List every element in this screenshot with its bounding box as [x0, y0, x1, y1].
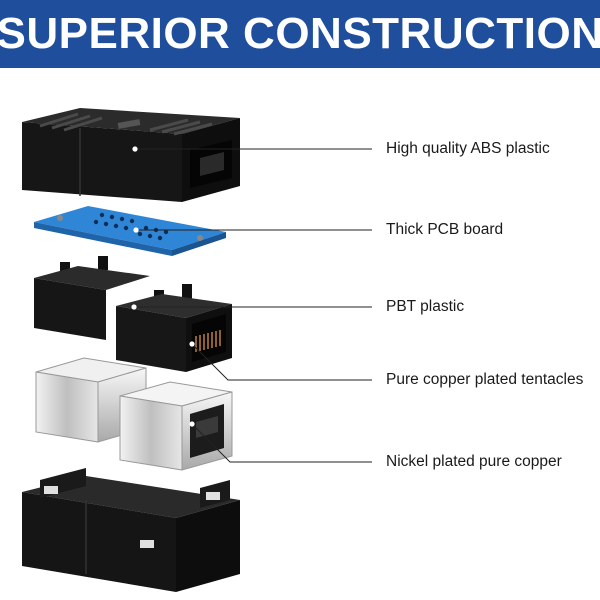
title-banner: SUPERIOR CONSTRUCTION — [0, 0, 600, 68]
pbt-jack-housing — [34, 256, 232, 372]
metal-shield — [35, 357, 233, 471]
callout-label-pcb: Thick PCB board — [386, 221, 504, 238]
copper-contacts — [195, 330, 221, 352]
callout-label-copper: Pure copper plated tentacles — [386, 371, 584, 388]
callout-label-pbt: PBT plastic — [386, 298, 465, 315]
callout-leaders — [134, 148, 372, 463]
callout-label-abs: High quality ABS plastic — [386, 140, 550, 157]
callout-dots — [131, 146, 195, 427]
callout-label-nickel: Nickel plated pure copper — [386, 453, 562, 470]
pcb-board — [34, 206, 226, 256]
outer-housing-bottom — [22, 468, 240, 592]
outer-housing-top — [22, 108, 240, 202]
exploded-connector-diagram — [22, 108, 372, 592]
page-title: SUPERIOR CONSTRUCTION — [0, 9, 600, 58]
